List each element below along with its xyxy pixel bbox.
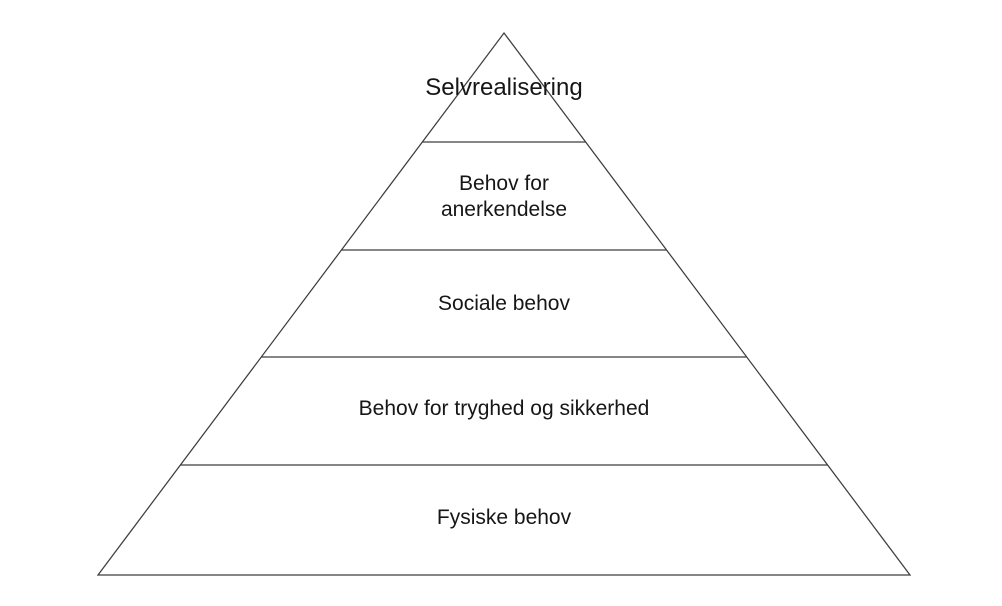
selvrealisering-label: Selvrealisering	[425, 74, 583, 101]
behov-for-anerkendelse-label: Behov for anerkendelse	[440, 172, 568, 221]
fysiske-behov-label: Fysiske behov	[436, 506, 572, 529]
sociale-behov-label: Sociale behov	[438, 292, 570, 315]
pyramid-outline	[96, 31, 912, 576]
behov-for-tryghed-og-sikkerhed-label: Behov for tryghed og sikkerhed	[358, 397, 650, 420]
